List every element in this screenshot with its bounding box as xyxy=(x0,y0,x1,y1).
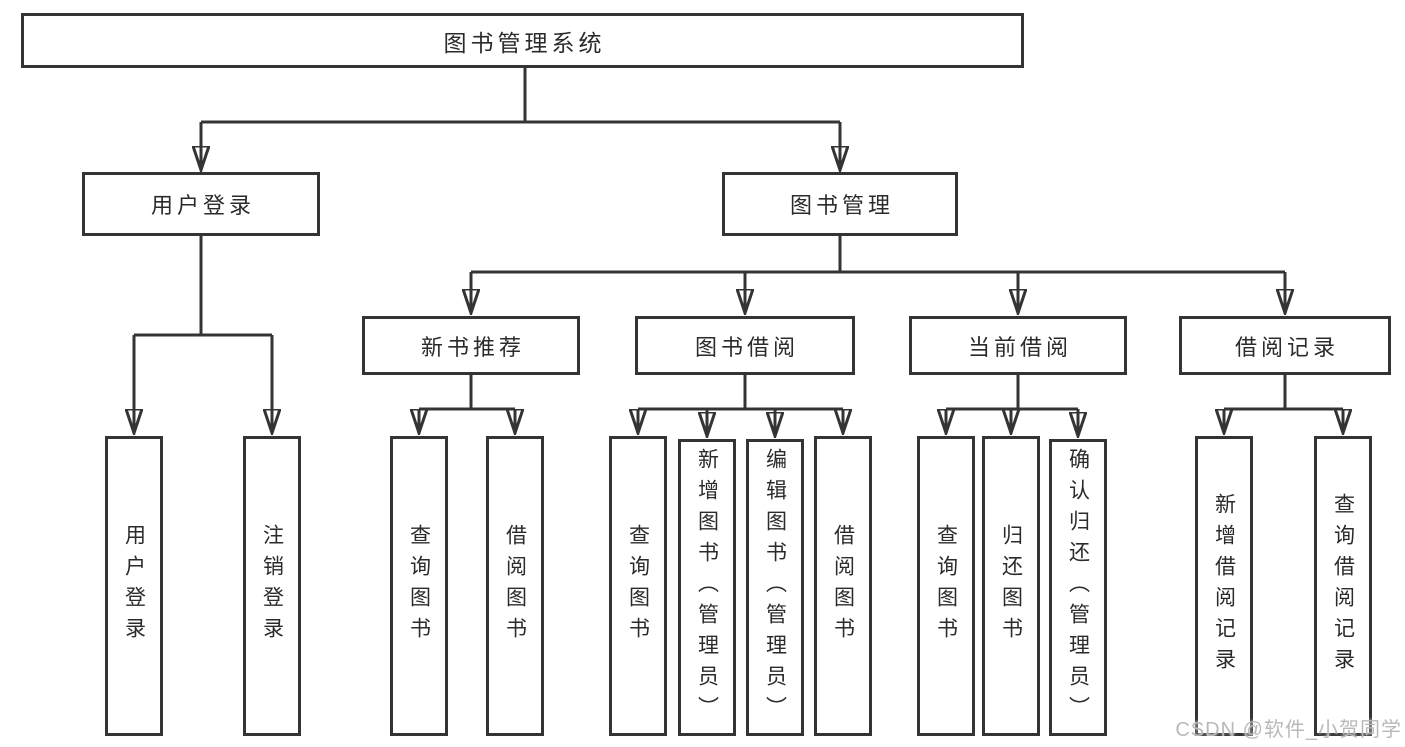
node-label: 新书推荐 xyxy=(420,334,525,360)
node-label: 编辑图书（管理员） xyxy=(763,448,787,727)
node-label: 查询借阅记录 xyxy=(1331,493,1355,679)
node-label: 注销登录 xyxy=(260,524,284,648)
node-label: 用户登录 xyxy=(150,193,255,218)
node-current-borrowing: 当前借阅 xyxy=(909,316,1127,375)
leaf-user-login: 用户登录 xyxy=(105,436,163,736)
node-label: 借阅图书 xyxy=(503,524,527,648)
node-label: 借阅图书 xyxy=(831,524,855,648)
node-label: 借阅记录 xyxy=(1234,334,1339,360)
leaf-cb-query-books: 查询图书 xyxy=(917,436,975,736)
node-new-book-recommendation: 新书推荐 xyxy=(362,316,580,375)
node-user-login: 用户登录 xyxy=(82,172,320,236)
node-label: 当前借阅 xyxy=(967,334,1072,360)
node-label: 查询图书 xyxy=(626,524,650,648)
leaf-bb-add-books-admin: 新增图书（管理员） xyxy=(678,439,736,736)
leaf-bb-query-books: 查询图书 xyxy=(609,436,667,736)
leaf-bb-borrow-books: 借阅图书 xyxy=(814,436,872,736)
leaf-br-add-borrow-record: 新增借阅记录 xyxy=(1195,436,1253,736)
node-library-management-system: 图书管理系统 xyxy=(21,13,1024,68)
node-label: 确认归还（管理员） xyxy=(1066,448,1090,727)
node-book-borrowing: 图书借阅 xyxy=(635,316,855,375)
leaf-cb-confirm-return-admin: 确认归还（管理员） xyxy=(1049,439,1107,736)
leaf-cb-return-books: 归还图书 xyxy=(982,436,1040,736)
node-label: 图书借阅 xyxy=(694,334,799,360)
node-label: 用户登录 xyxy=(122,524,146,648)
node-label: 查询图书 xyxy=(407,524,431,648)
node-borrowing-records: 借阅记录 xyxy=(1179,316,1391,375)
leaf-nbr-query-books: 查询图书 xyxy=(390,436,448,736)
node-label: 新增图书（管理员） xyxy=(695,448,719,727)
leaf-bb-edit-books-admin: 编辑图书（管理员） xyxy=(746,439,804,736)
node-label: 查询图书 xyxy=(934,524,958,648)
csdn-watermark: CSDN @软件_小贺同学 xyxy=(1175,719,1402,741)
leaf-nbr-borrow-books: 借阅图书 xyxy=(486,436,544,736)
leaf-logout-login: 注销登录 xyxy=(243,436,301,736)
node-label: 图书管理系统 xyxy=(443,29,606,56)
node-label: 新增借阅记录 xyxy=(1212,493,1236,679)
node-label: 归还图书 xyxy=(999,524,1023,648)
node-book-management: 图书管理 xyxy=(722,172,958,236)
leaf-br-query-borrow-record: 查询借阅记录 xyxy=(1314,436,1372,736)
node-label: 图书管理 xyxy=(789,193,894,218)
